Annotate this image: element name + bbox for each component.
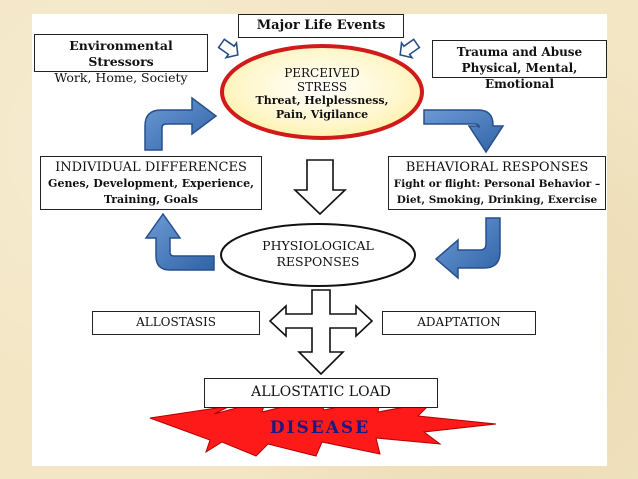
allostatic-load-label: ALLOSTATIC LOAD xyxy=(251,384,391,400)
perceived-stress-line1: PERCEIVED xyxy=(284,66,360,80)
trauma-abuse-subtitle: Physical, Mental, Emotional xyxy=(461,61,578,91)
perceived-stress-line4: Pain, Vigilance xyxy=(275,108,369,121)
curved-arrow-behavioral-to-physiological-icon xyxy=(434,217,501,280)
curved-arrow-stress-to-behavioral-icon xyxy=(423,109,505,154)
disease-burst xyxy=(149,397,497,457)
arrow-trauma-to-stress-icon xyxy=(399,38,421,59)
perceived-stress-line3: Threat, Helplessness, xyxy=(255,94,389,107)
perceived-stress-line2: STRESS xyxy=(296,80,348,94)
curved-arrow-individual-to-stress-icon xyxy=(144,96,218,151)
behavioral-responses-box: BEHAVIORAL RESPONSES Fight or flight: Pe… xyxy=(388,156,606,210)
individual-differences-box: INDIVIDUAL DIFFERENCES Genes, Developmen… xyxy=(40,156,262,210)
individual-differences-line2: Training, Goals xyxy=(103,193,199,206)
major-life-events-box: Major Life Events xyxy=(238,14,404,38)
adaptation-label: ADAPTATION xyxy=(417,315,501,329)
environmental-stressors-box: Environmental Stressors Work, Home, Soci… xyxy=(34,34,208,85)
down-arrow-stress-to-physiological-icon xyxy=(293,159,347,216)
major-life-events-label: Major Life Events xyxy=(256,18,386,33)
environmental-stressors-title: Environmental Stressors xyxy=(69,38,173,69)
individual-differences-line1: Genes, Development, Experience, xyxy=(48,177,254,190)
trauma-abuse-box: Trauma and Abuse Physical, Mental, Emoti… xyxy=(432,40,607,91)
trauma-abuse-title: Trauma and Abuse xyxy=(456,45,583,59)
allostatic-load-box: ALLOSTATIC LOAD xyxy=(204,378,438,408)
physiological-ellipse xyxy=(220,223,416,287)
curved-arrow-physiological-to-individual-icon xyxy=(144,212,215,271)
physiological-line1: PHYSIOLOGICAL xyxy=(262,238,374,253)
physiological-responses-label: PHYSIOLOGICAL RESPONSES xyxy=(236,238,400,270)
environmental-stressors-subtitle: Work, Home, Society xyxy=(54,70,188,85)
behavioral-responses-title: BEHAVIORAL RESPONSES xyxy=(405,160,589,175)
down-arrow-physiological-to-load-icon xyxy=(268,289,374,376)
perceived-stress-ellipse xyxy=(220,44,424,140)
adaptation-box: ADAPTATION xyxy=(382,311,536,335)
behavioral-responses-line2: Diet, Smoking, Drinking, Exercise xyxy=(396,194,598,206)
arrow-environmental-to-stress-icon xyxy=(217,38,239,59)
behavioral-responses-line1: Fight or flight: Personal Behavior – xyxy=(393,178,601,190)
individual-differences-title: INDIVIDUAL DIFFERENCES xyxy=(55,160,247,175)
allostasis-box: ALLOSTASIS xyxy=(92,311,260,335)
perceived-stress-label: PERCEIVED STRESS Threat, Helplessness, P… xyxy=(236,66,408,122)
physiological-line2: RESPONSES xyxy=(276,254,360,269)
disease-label: DISEASE xyxy=(269,418,371,438)
allostasis-label: ALLOSTASIS xyxy=(136,315,216,329)
